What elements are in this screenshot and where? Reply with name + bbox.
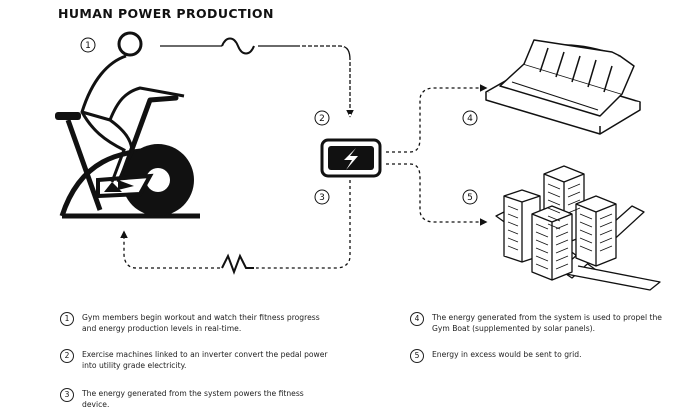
svg-text:2: 2 bbox=[319, 114, 325, 124]
legend-number: 3 bbox=[60, 388, 74, 402]
svg-text:3: 3 bbox=[319, 193, 325, 203]
svg-text:1: 1 bbox=[85, 41, 91, 51]
step-4-marker: 4 bbox=[462, 110, 478, 126]
legend-text: Gym members begin workout and watch thei… bbox=[82, 313, 320, 333]
city-buildings-icon bbox=[495, 165, 661, 291]
legend-number: 5 bbox=[410, 349, 424, 363]
power-flow-diagram: 1 2 3 4 5 bbox=[55, 31, 661, 291]
step-3-marker: 3 bbox=[314, 189, 330, 205]
lightning-bolt-battery-icon bbox=[320, 138, 382, 178]
legend-text: The energy generated from the system pow… bbox=[82, 389, 304, 409]
legend-item-2: 2 Exercise machines linked to an inverte… bbox=[60, 349, 330, 371]
legend-item-3: 3 The energy generated from the system p… bbox=[60, 388, 330, 410]
legend-number: 2 bbox=[60, 349, 74, 363]
step-2-marker: 2 bbox=[314, 110, 330, 126]
legend-item-4: 4 The energy generated from the system i… bbox=[410, 312, 680, 334]
person-on-exercise-bike-icon bbox=[55, 31, 200, 219]
legend-number: 1 bbox=[60, 312, 74, 326]
svg-text:5: 5 bbox=[467, 193, 473, 203]
legend-text: Exercise machines linked to an inverter … bbox=[82, 350, 328, 370]
sine-wave-icon bbox=[221, 37, 255, 55]
step-5-marker: 5 bbox=[462, 189, 478, 205]
diagram-title: HUMAN POWER PRODUCTION bbox=[58, 6, 274, 21]
zigzag-wave-icon bbox=[221, 253, 254, 275]
legend-text: Energy in excess would be sent to grid. bbox=[432, 350, 582, 359]
legend-text: The energy generated from the system is … bbox=[432, 313, 662, 333]
legend-item-5: 5 Energy in excess would be sent to grid… bbox=[410, 349, 680, 363]
step-1-marker: 1 bbox=[80, 37, 96, 53]
gym-boat-icon bbox=[485, 39, 641, 135]
legend-item-1: 1 Gym members begin workout and watch th… bbox=[60, 312, 330, 334]
svg-text:4: 4 bbox=[467, 114, 473, 124]
legend-number: 4 bbox=[410, 312, 424, 326]
